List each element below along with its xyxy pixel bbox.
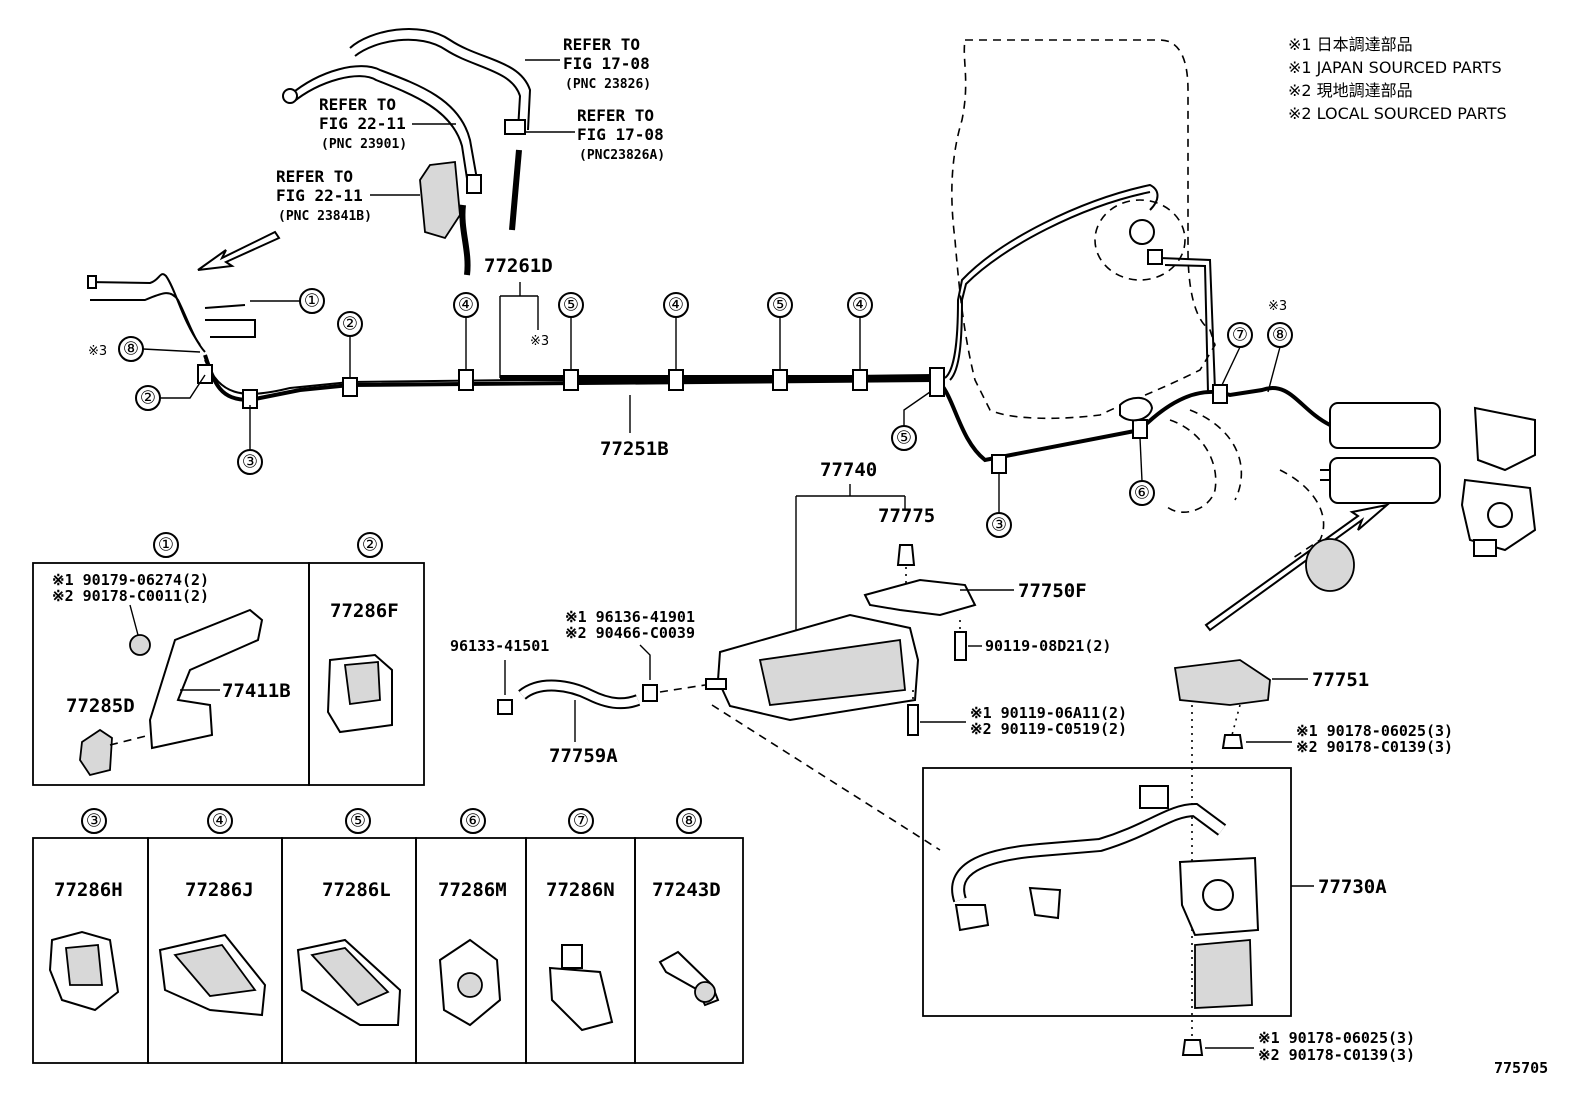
callout-5: ⑤ <box>896 428 912 449</box>
callout-5: ⑤ <box>350 811 366 832</box>
part-96136-41901: ※1 96136-41901 <box>565 608 695 626</box>
detail-box-1: ① ※1 90179-06274(2) ※2 90178-C0011(2) 77… <box>32 532 310 786</box>
callout-4: ④ <box>668 295 684 316</box>
note-4: ※2 LOCAL SOURCED PARTS <box>1288 104 1507 123</box>
callout-1: ① <box>158 535 174 556</box>
part-90119-08D21: 90119-08D21(2) <box>985 637 1111 655</box>
ref-line1: REFER TO <box>276 167 353 186</box>
part-90178-06025-a: ※1 90178-06025(3) <box>1296 722 1453 740</box>
ref-line1: REFER TO <box>319 95 396 114</box>
part-77286M: 77286M <box>438 879 507 901</box>
note-1: ※1 日本調達部品 <box>1288 35 1413 54</box>
mark-3: ※3 <box>530 334 549 349</box>
part-77251B: 77251B <box>600 438 669 460</box>
callout-8: ⑧ <box>681 811 697 832</box>
callout-2: ② <box>362 535 378 556</box>
part-77759A: 77759A <box>549 745 618 767</box>
note-3: ※2 現地調達部品 <box>1288 81 1413 100</box>
reference-fig-17-08-a: REFER TO FIG 17-08 (PNC 23826) <box>525 35 651 92</box>
callout-4: ④ <box>212 811 228 832</box>
part-77286F: 77286F <box>330 600 399 622</box>
front-arrow-left <box>197 230 281 271</box>
part-90466-C0039: ※2 90466-C0039 <box>565 624 695 642</box>
hose-assembly: ※1 96136-41901 ※2 90466-C0039 96133-4150… <box>450 608 706 767</box>
callout-7: ⑦ <box>573 811 589 832</box>
part-90119-06A11: ※1 90119-06A11(2) <box>970 704 1127 722</box>
part-77286N: 77286N <box>546 879 615 901</box>
part-77286J: 77286J <box>185 879 254 901</box>
callout-3: ③ <box>242 452 258 473</box>
ref-line2: FIG 22-11 <box>276 186 363 205</box>
canister-installed <box>1329 402 1537 557</box>
front-arrow-right <box>1204 503 1391 632</box>
callout-3: ③ <box>991 515 1007 536</box>
reference-fig-22-11-b: REFER TO FIG 22-11 (PNC 23841B) <box>276 167 420 224</box>
ref-line2: FIG 22-11 <box>319 114 406 133</box>
bracket-77751: 77751 ※1 90178-06025(3) ※2 90178-C0139(3… <box>1173 659 1453 1040</box>
ref-line3: (PNC 23901) <box>321 137 407 152</box>
ref-line1: REFER TO <box>577 106 654 125</box>
part-77286L: 77286L <box>322 879 391 901</box>
callout-7: ⑦ <box>1232 325 1248 346</box>
box-77730A: 77730A <box>922 767 1387 1017</box>
detail-box-2: ② 77286F <box>308 532 425 786</box>
part-77775: 77775 <box>878 505 935 527</box>
callout-6: ⑥ <box>465 811 481 832</box>
reference-fig-22-11-a: REFER TO FIG 22-11 (PNC 23901) <box>319 95 456 152</box>
part-77411B: 77411B <box>222 680 291 702</box>
callout-5: ⑤ <box>563 295 579 316</box>
detail-row-boxes: ③ ④ ⑤ ⑥ ⑦ ⑧ 77286H 77286J 77286L 77286M … <box>32 808 744 1064</box>
right-pipes <box>1119 396 1355 592</box>
notes-legend: ※1 日本調達部品 ※1 JAPAN SOURCED PARTS ※2 現地調達… <box>1288 35 1507 123</box>
callout-8: ⑧ <box>123 339 139 360</box>
part-90119-C0519: ※2 90119-C0519(2) <box>970 720 1127 738</box>
mark-3: ※3 <box>88 344 107 359</box>
callout-3: ③ <box>86 811 102 832</box>
part-77740: 77740 <box>820 459 877 481</box>
part-90178-C0011: ※2 90178-C0011(2) <box>52 587 209 605</box>
figure-id: 775705 <box>1494 1059 1548 1077</box>
callout-5: ⑤ <box>772 295 788 316</box>
callout-4: ④ <box>458 295 474 316</box>
part-77730A: 77730A <box>1318 876 1387 898</box>
part-77751: 77751 <box>1312 669 1369 691</box>
part-96133-41501: 96133-41501 <box>450 637 549 655</box>
part-77286H: 77286H <box>54 879 123 901</box>
ref-line2: FIG 17-08 <box>563 54 650 73</box>
callout-2: ② <box>140 388 156 409</box>
part-77750F: 77750F <box>1018 580 1087 602</box>
part-77243D: 77243D <box>652 879 721 901</box>
fuel-tank-outline <box>951 39 1216 420</box>
ref-line2: FIG 17-08 <box>577 125 664 144</box>
part-77285D: 77285D <box>66 695 135 717</box>
callout-1: ① <box>304 291 320 312</box>
ref-line3: (PNC23826A) <box>579 148 665 163</box>
upper-hoses <box>282 28 532 276</box>
ref-line3: (PNC 23841B) <box>278 209 372 224</box>
callout-4: ④ <box>852 295 868 316</box>
callout-8: ⑧ <box>1272 325 1288 346</box>
callout-6: ⑥ <box>1134 483 1150 504</box>
canister-exploded: 77740 77775 77750F 90119-08D21(2) ※1 901… <box>705 459 1127 851</box>
note-2: ※1 JAPAN SOURCED PARTS <box>1288 58 1502 77</box>
part-90178-C0139-b: ※2 90178-C0139(3) <box>1258 1046 1415 1064</box>
part-77261D: 77261D <box>484 255 553 277</box>
part-90178-06025-b: ※1 90178-06025(3) <box>1258 1029 1415 1047</box>
ref-line1: REFER TO <box>563 35 640 54</box>
ref-line3: (PNC 23826) <box>565 77 651 92</box>
reference-fig-17-08-b: REFER TO FIG 17-08 (PNC23826A) <box>525 106 665 163</box>
main-callouts: ① ② ⑧ ※3 ② ③ ④ ⑤ ④ ⑤ ④ ⑤ ③ ⑥ ⑦ ⑧ ※3 <box>88 288 1293 538</box>
part-90179-06274: ※1 90179-06274(2) <box>52 571 209 589</box>
part-90178-C0139-a: ※2 90178-C0139(3) <box>1296 738 1453 756</box>
callout-2: ② <box>342 314 358 335</box>
main-tube-assembly <box>87 183 1375 481</box>
mark-3: ※3 <box>1268 299 1287 314</box>
